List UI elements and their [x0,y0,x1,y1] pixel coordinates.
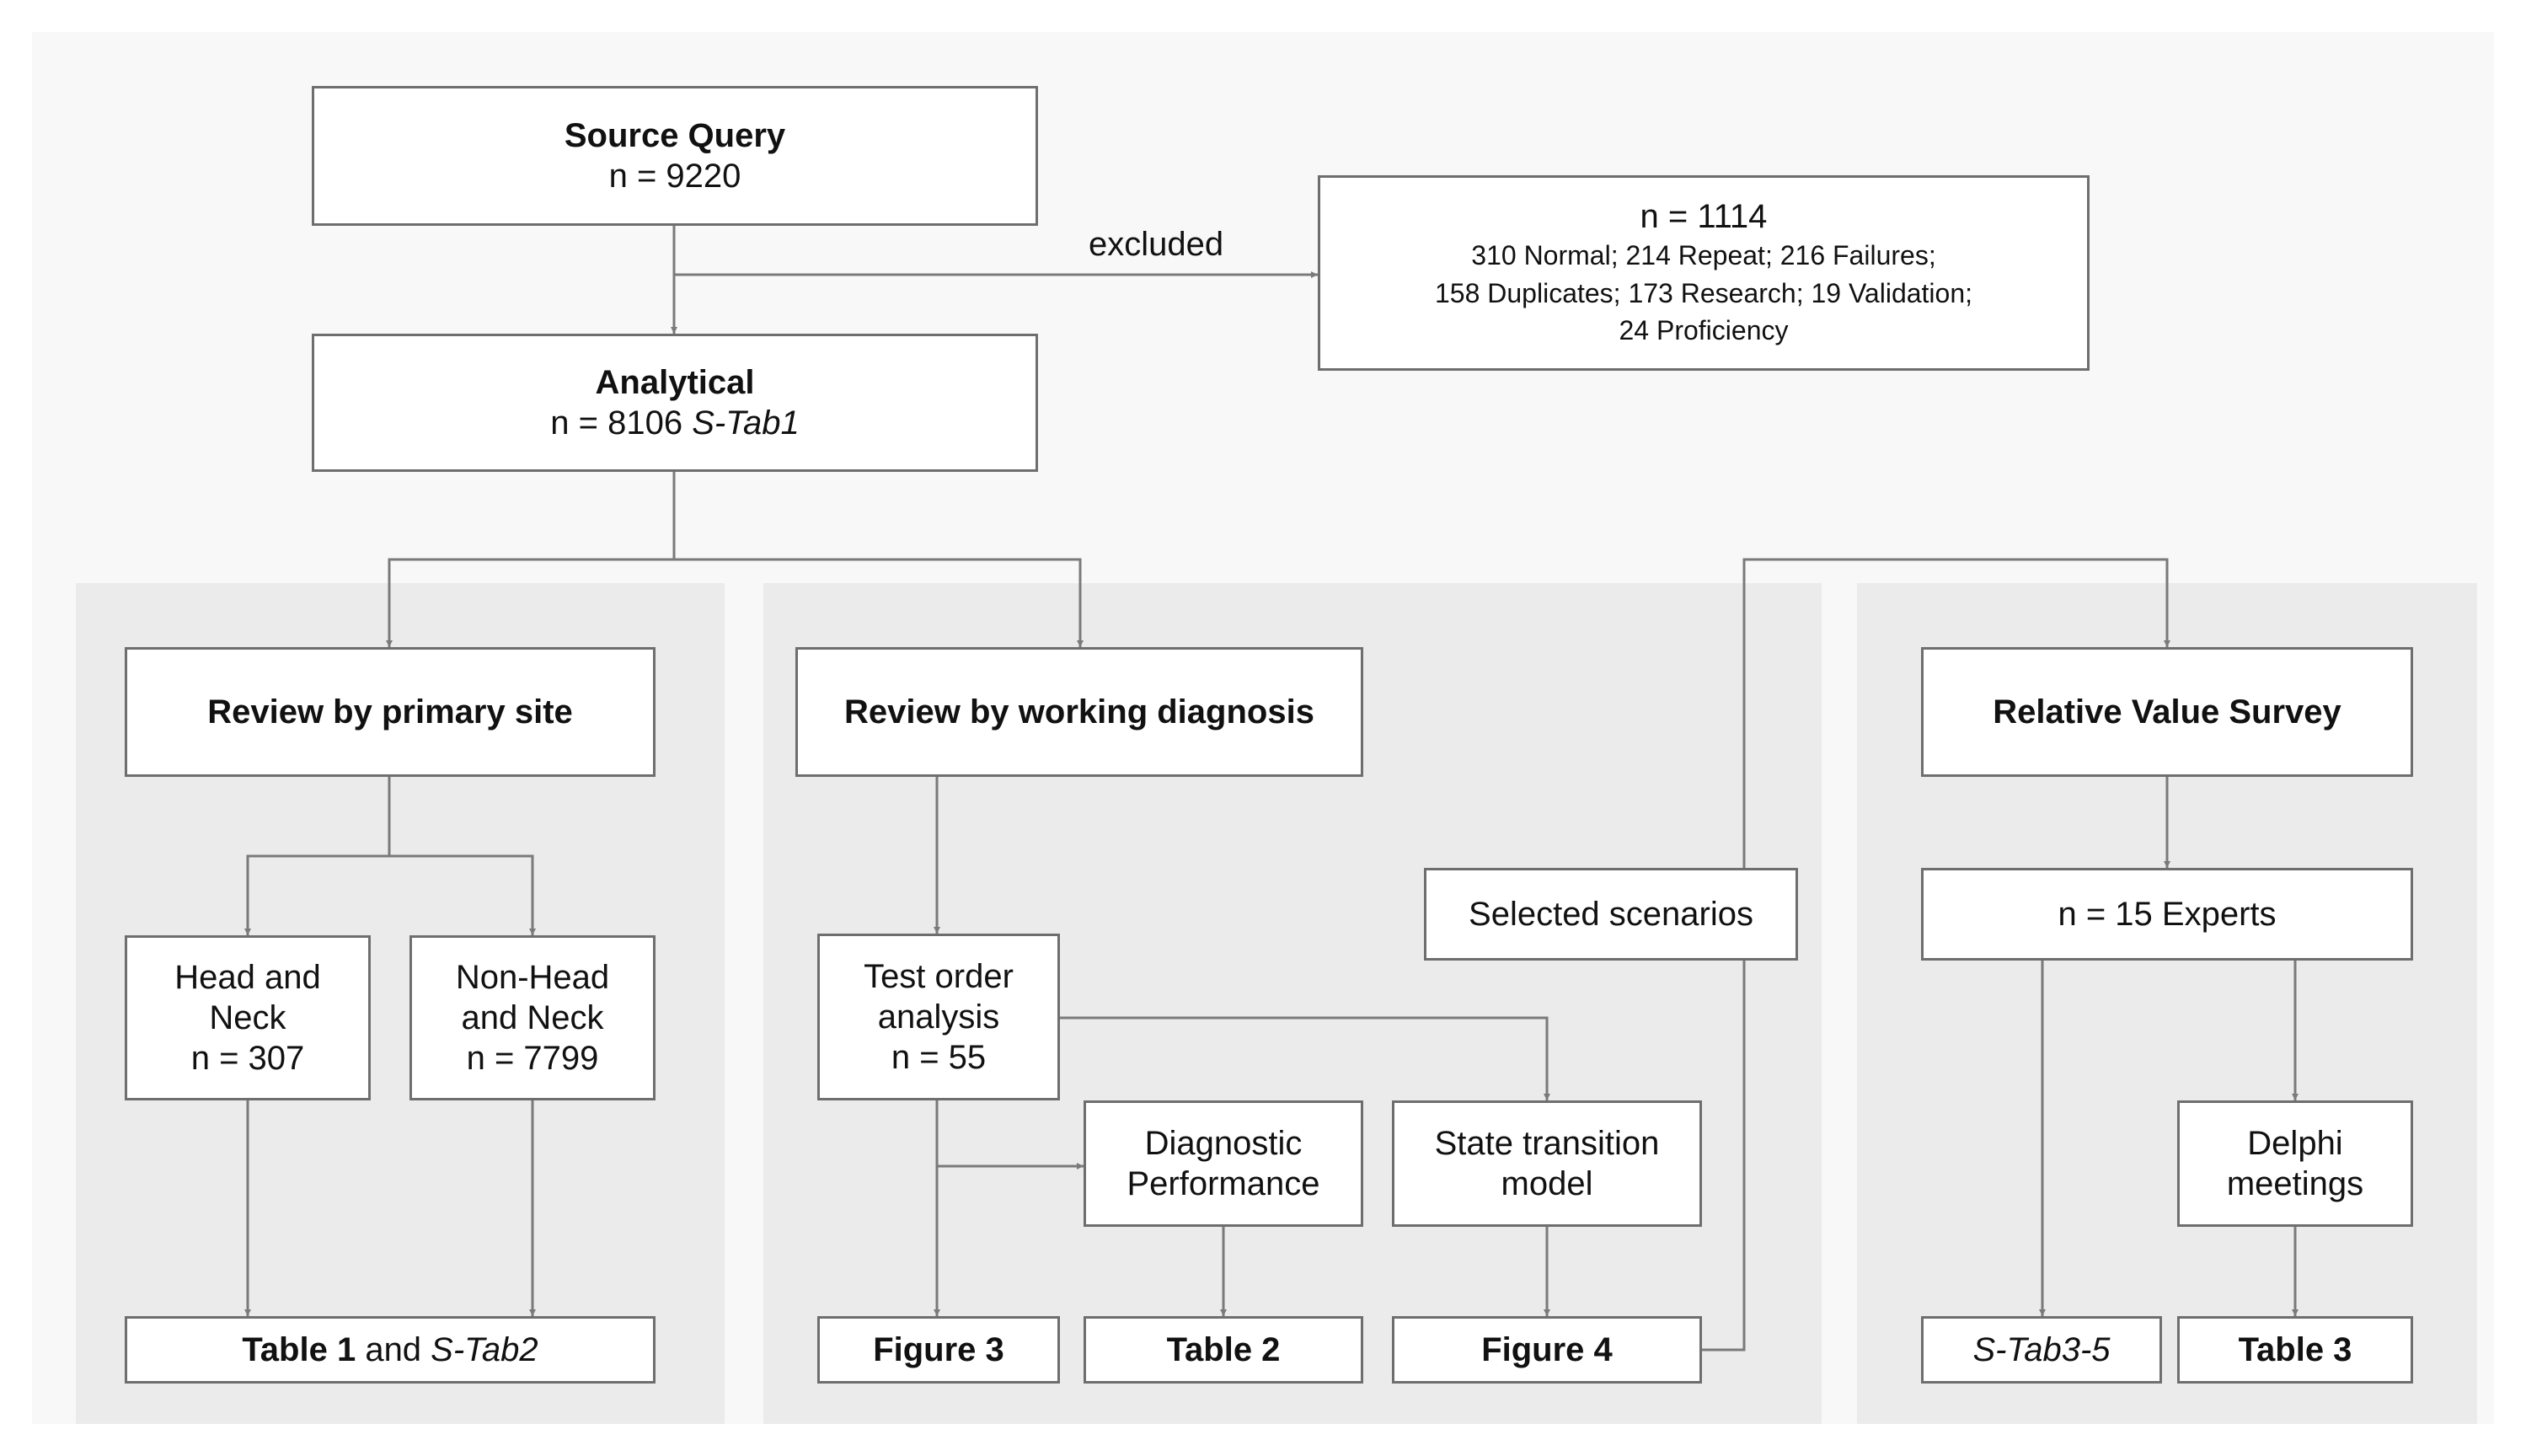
diagnostic-line2: Performance [1127,1165,1320,1202]
table2-label: Table 2 [1166,1331,1281,1368]
node-stab3-5: S-Tab3-5 [1921,1316,2162,1384]
test-order-count: n = 55 [891,1039,987,1076]
edge-figure4-loop-up [1702,961,1746,1352]
node-state-transition: State transition model [1392,1100,1702,1227]
node-analytical: Analytical n = 8106 S-Tab1 [312,334,1038,472]
selected-scenarios-title: Selected scenarios [1469,896,1753,933]
analytical-count-line: n = 8106 S-Tab1 [550,403,799,443]
figure4-label: Figure 4 [1481,1331,1613,1368]
node-working-diagnosis: Review by working diagnosis [795,647,1363,777]
node-head-neck: Head and Neck n = 307 [125,935,371,1100]
excluded-detail-3: 24 Proficiency [1619,315,1789,346]
table1-italic: S-Tab2 [431,1331,538,1368]
test-order-line1: Test order [864,958,1014,995]
diagnostic-line1: Diagnostic [1144,1125,1303,1162]
excluded-label: excluded [1089,226,1224,263]
node-selected-scenarios: Selected scenarios [1424,868,1798,961]
test-order-line2: analysis [877,998,1000,1036]
edge-to-primary-site [386,558,674,647]
node-delphi: Delphi meetings [2177,1100,2413,1227]
node-figure3: Figure 3 [817,1316,1060,1384]
stab3-5-label: S-Tab3-5 [1972,1331,2111,1368]
excluded-detail-1: 310 Normal; 214 Repeat; 216 Failures; [1471,239,1936,270]
edge-scenarios-loop-up [1742,558,2170,868]
figure3-label: Figure 3 [873,1331,1004,1368]
excluded-count: n = 1114 [1640,197,1768,235]
table1-line: Table 1 and S-Tab2 [242,1330,538,1370]
table1-bold: Table 1 [242,1331,356,1368]
node-source-query: Source Query n = 9220 [312,86,1038,226]
node-table1: Table 1 and S-Tab2 [125,1316,656,1384]
node-table3: Table 3 [2177,1316,2413,1384]
node-test-order: Test order analysis n = 55 [817,934,1060,1100]
table3-label: Table 3 [2238,1331,2352,1368]
non-head-neck-line1: Non-Head [455,959,610,996]
edge-to-head-neck [244,854,389,935]
node-non-head-neck: Non-Head and Neck n = 7799 [409,935,656,1100]
node-figure4: Figure 4 [1392,1316,1702,1384]
analytical-count: n = 8106 [550,404,683,442]
relative-value-title: Relative Value Survey [1993,693,2341,731]
node-primary-site: Review by primary site [125,647,656,777]
node-excluded: n = 1114 310 Normal; 214 Repeat; 216 Fai… [1318,175,2090,371]
edge-to-non-head-neck [389,854,536,935]
source-count: n = 9220 [608,158,741,195]
delphi-line2: meetings [2226,1165,2364,1202]
head-neck-line2: Neck [209,999,286,1036]
edge-to-working-diagnosis [674,558,1084,647]
node-experts: n = 15 Experts [1921,868,2413,961]
non-head-neck-line2: and Neck [461,999,604,1036]
state-transition-line1: State transition [1434,1125,1660,1162]
analytical-title: Analytical [595,364,755,401]
delphi-line1: Delphi [2247,1125,2343,1162]
working-diagnosis-title: Review by working diagnosis [844,693,1314,731]
head-neck-line1: Head and [174,959,321,996]
analytical-ref: S-Tab1 [692,404,800,442]
edge-test-order-to-state [1060,1016,1550,1100]
primary-site-title: Review by primary site [207,693,573,731]
experts-title: n = 15 Experts [2058,896,2277,933]
excluded-detail-2: 158 Duplicates; 173 Research; 19 Validat… [1434,277,1973,308]
head-neck-count: n = 307 [190,1040,305,1077]
state-transition-line2: model [1501,1165,1593,1202]
non-head-neck-count: n = 7799 [466,1040,599,1077]
node-diagnostic-performance: Diagnostic Performance [1084,1100,1363,1227]
node-relative-value-survey: Relative Value Survey [1921,647,2413,777]
table1-middle: and [356,1331,431,1368]
node-table2: Table 2 [1084,1316,1363,1384]
source-title: Source Query [564,117,786,154]
